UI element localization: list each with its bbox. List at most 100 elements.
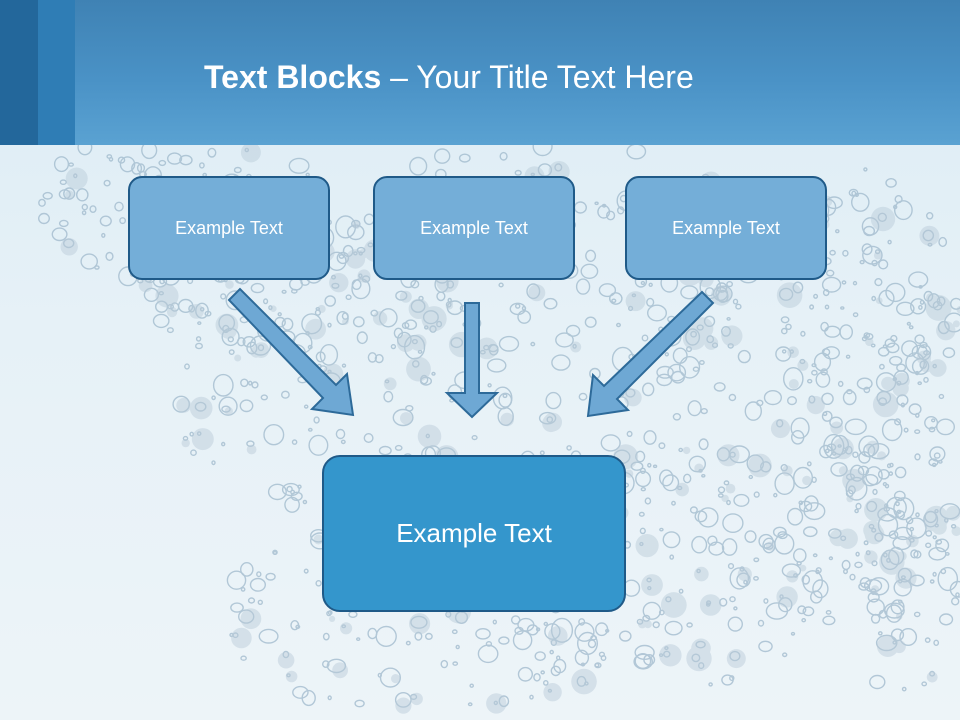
bubble (638, 511, 645, 517)
bubble (401, 321, 410, 329)
bubble (921, 681, 928, 687)
bubble (889, 462, 894, 468)
bubble-cluster (637, 619, 647, 629)
bubble (792, 281, 804, 294)
text-block-3[interactable]: Example Text (625, 176, 827, 280)
bubble (417, 349, 423, 354)
bubble (543, 297, 558, 310)
bubble-cluster (832, 437, 854, 460)
bubble (551, 354, 571, 371)
bubble (874, 278, 883, 287)
bubble (758, 640, 773, 653)
bubble (59, 179, 67, 186)
bubble (354, 699, 365, 708)
bubble (315, 579, 322, 587)
bubble (340, 439, 346, 445)
bubble (195, 336, 202, 342)
bubble-cluster (305, 318, 326, 340)
bubble (867, 591, 880, 603)
text-block-2[interactable]: Example Text (373, 176, 575, 280)
bubble (915, 512, 920, 518)
bubble (881, 418, 903, 442)
bubble (239, 561, 254, 577)
bubble-cluster (176, 398, 192, 413)
bubble (198, 162, 205, 169)
bubble-cluster (776, 282, 803, 308)
bubble (662, 531, 681, 549)
bubble (874, 532, 884, 542)
bubble (424, 632, 433, 641)
bubble (735, 303, 742, 310)
bubble (918, 304, 923, 310)
bubble (786, 507, 804, 526)
bubble (763, 598, 769, 604)
bubble (263, 424, 285, 446)
bubble (550, 639, 557, 646)
bubble (167, 152, 183, 165)
bubble (179, 154, 193, 166)
bubble (342, 244, 354, 258)
bubble (753, 575, 759, 581)
bubble (855, 551, 860, 557)
bubble (867, 443, 890, 460)
bubble (286, 485, 293, 493)
bubble (580, 263, 599, 280)
bubble (874, 249, 881, 255)
bubble (609, 292, 623, 305)
bubble (785, 323, 792, 331)
bubble (901, 340, 919, 358)
bubble-cluster (410, 692, 423, 706)
bubble (793, 466, 814, 489)
text-block-main[interactable]: Example Text (322, 455, 626, 612)
bubble (687, 400, 702, 417)
bubble (729, 567, 750, 590)
bubble (858, 451, 871, 464)
bubble (278, 330, 296, 343)
bubble-cluster (864, 498, 888, 522)
text-block-3-label: Example Text (672, 217, 780, 238)
bubble (796, 561, 802, 566)
bubble (182, 435, 189, 441)
bubble-cluster (191, 428, 214, 451)
bubble-cluster (543, 412, 562, 432)
bubble (779, 594, 784, 599)
text-block-1-label: Example Text (175, 217, 283, 238)
bubble (363, 433, 374, 444)
bubble (863, 540, 869, 546)
bubble (932, 535, 937, 540)
bubble (485, 640, 493, 647)
bubble (545, 391, 562, 410)
bubble (822, 289, 830, 297)
bubble (303, 568, 309, 574)
bubble (341, 363, 347, 368)
bubble-cluster (317, 304, 326, 314)
bubble-cluster (448, 331, 475, 358)
bubble-cluster (919, 225, 940, 246)
bubble (871, 295, 877, 302)
bubble (900, 575, 906, 580)
bubble-cluster (781, 465, 793, 477)
text-block-1[interactable]: Example Text (128, 176, 330, 280)
bubble (905, 352, 925, 374)
bubble (775, 346, 792, 362)
bubble-cluster (395, 697, 412, 714)
bubble (773, 492, 778, 498)
bubble (737, 349, 751, 364)
bubble (356, 246, 366, 254)
bubble-cluster (246, 444, 257, 455)
bubble (577, 631, 599, 655)
bubble (925, 542, 932, 549)
bubble (361, 275, 371, 283)
bubble (890, 628, 905, 642)
bubble (265, 572, 276, 581)
bubble (652, 464, 658, 469)
bubble (532, 145, 553, 157)
bubble-cluster (635, 534, 659, 558)
bubble (475, 627, 491, 640)
bubble (594, 201, 599, 206)
bubble (211, 395, 216, 401)
bubble (410, 299, 426, 313)
bubble (640, 487, 646, 492)
bubble (815, 371, 831, 388)
bubble-cluster (486, 693, 507, 714)
